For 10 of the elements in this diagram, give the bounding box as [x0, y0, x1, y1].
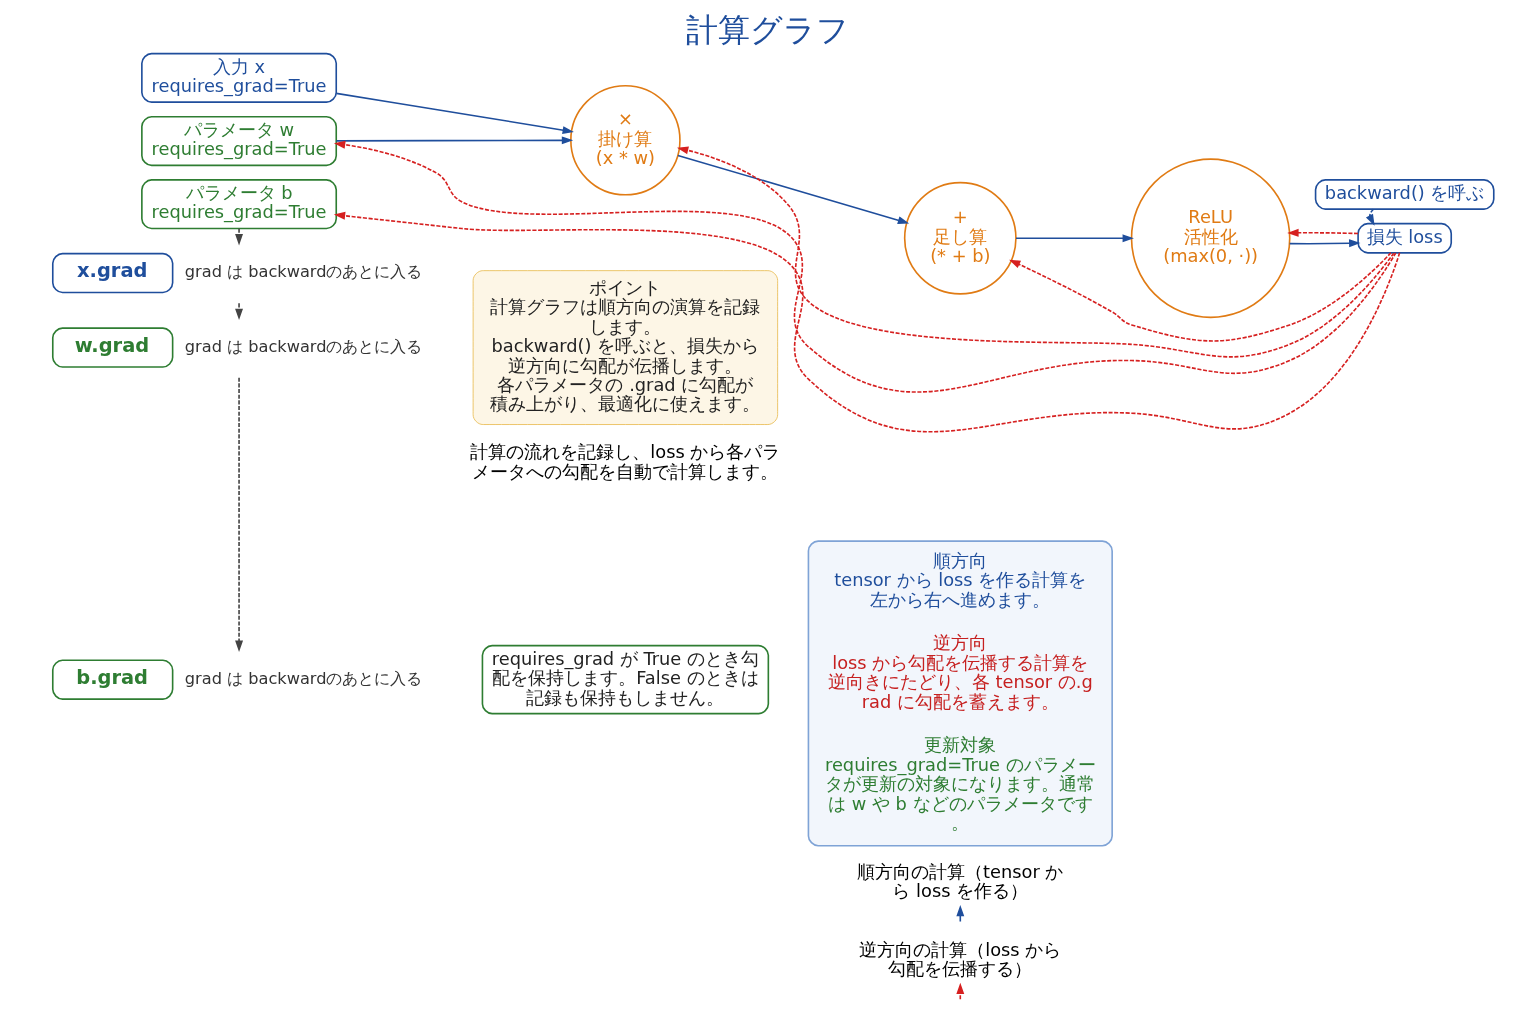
node-text: 更新対象 requires_grad=True のパラメータが更新の対象になります。通常は w や b などのパラメータです。: [824, 734, 1096, 834]
node-text: 順方向 tensor から loss を作る計算を左から右へ進めます。: [834, 549, 1087, 610]
node-text: 逆方向 loss から勾配を伝播する計算を逆向きにたどり、各 tensor の.grad に勾配を蓄えます。: [827, 632, 1093, 712]
node-label: grad は backwardのあとに入る: [184, 668, 423, 688]
diagram-title: 計算グラフ: [686, 10, 850, 49]
node-label: grad は backwardのあとに入る: [184, 336, 423, 356]
legend-label: 順方向の計算（tensor から loss を作る）: [857, 860, 1064, 902]
legend-label: 逆方向の計算（loss から勾配を伝播する）: [859, 938, 1062, 979]
label: 計算の流れを記録し、loss から各パラメータへの勾配を自動で計算します。: [470, 441, 781, 482]
node-label: grad は backwardのあとに入る: [184, 262, 423, 282]
